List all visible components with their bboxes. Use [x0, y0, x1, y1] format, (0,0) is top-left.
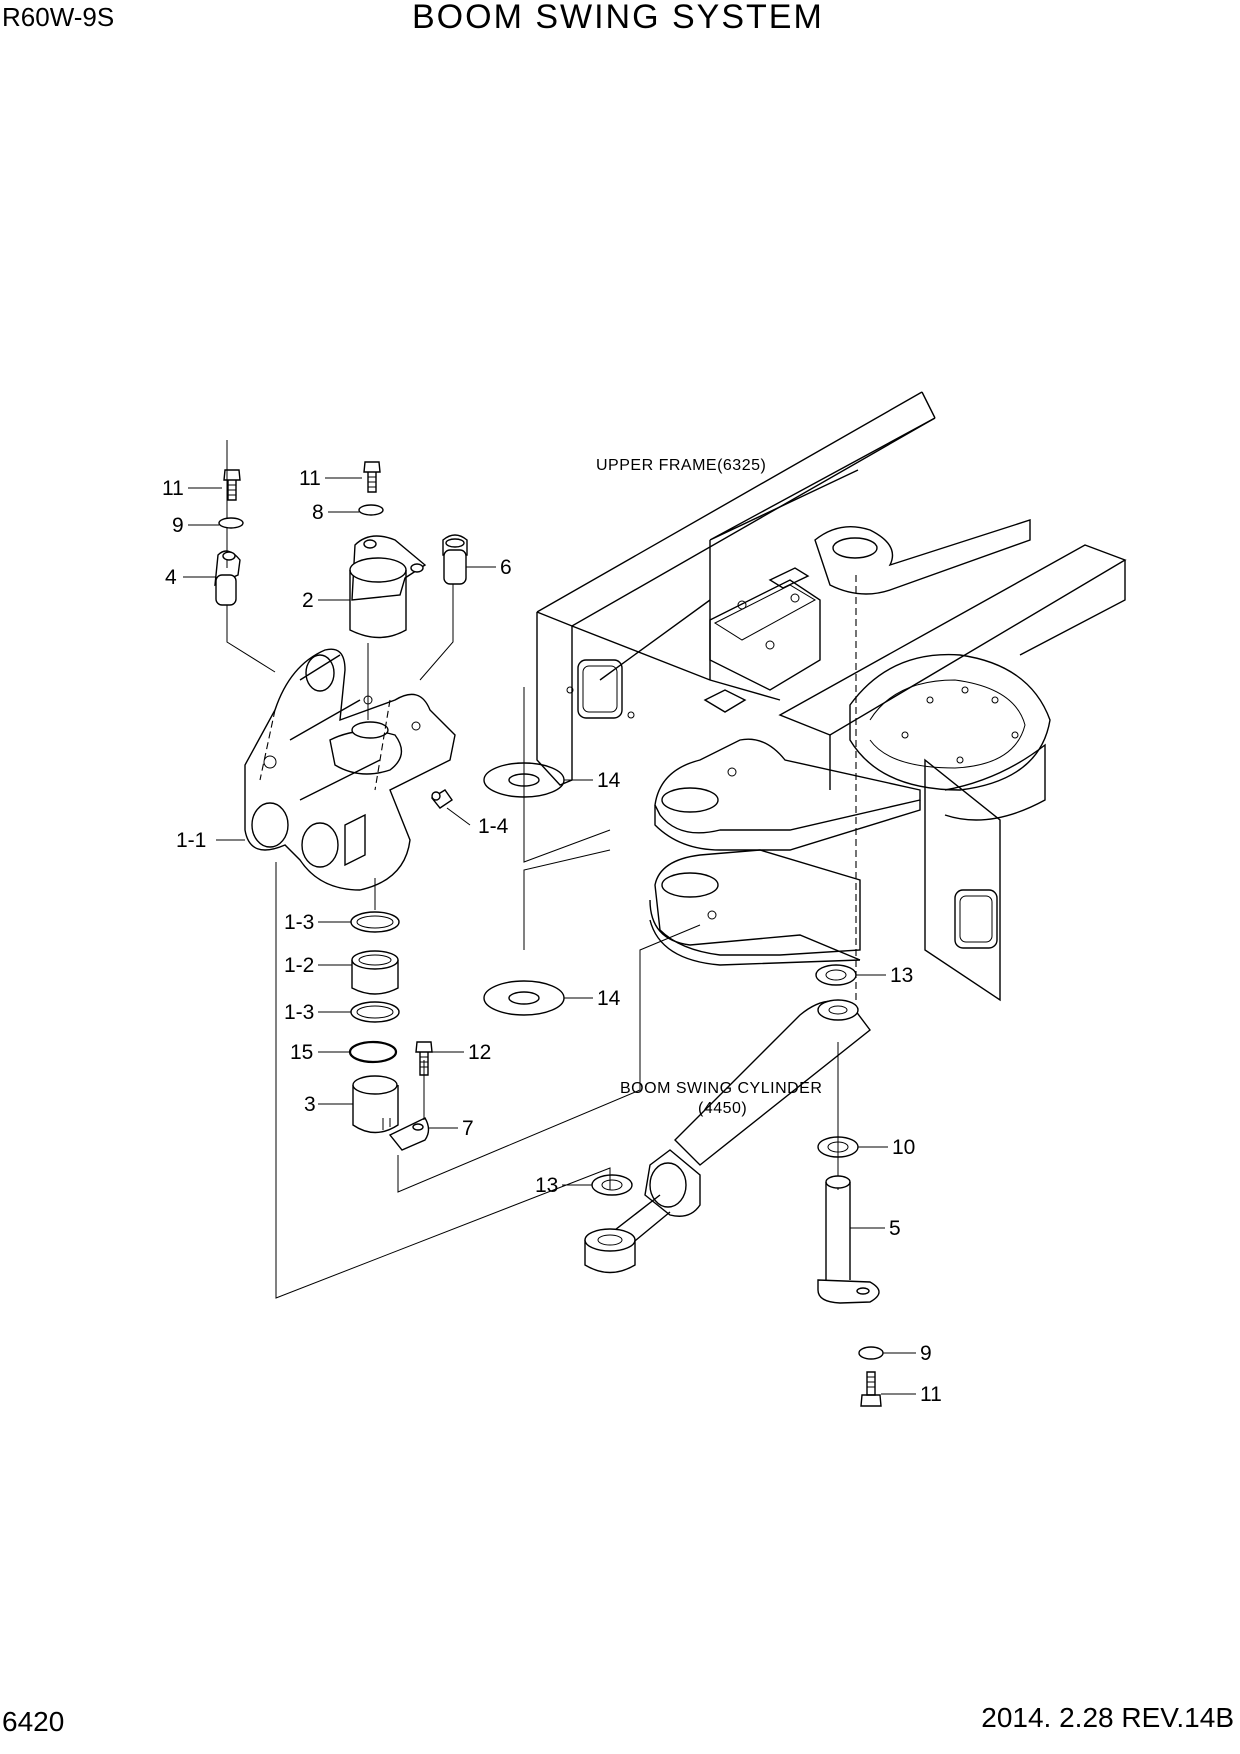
bolt-11-top-left: [223, 469, 241, 501]
callout-1-2: 1-2: [284, 954, 314, 977]
callout-13-bottom: 13: [535, 1174, 558, 1197]
callout-11-a: 11: [162, 477, 184, 500]
callout-10: 10: [892, 1136, 915, 1159]
callout-15: 15: [290, 1041, 313, 1064]
pin-3: [352, 1075, 399, 1134]
washer-9-top-left: [218, 517, 244, 529]
callout-12: 12: [468, 1041, 491, 1064]
frame-cutout-right: [954, 889, 998, 949]
callout-13-top: 13: [890, 964, 913, 987]
callout-1-3-upper: 1-3: [284, 911, 314, 934]
pin-5: [817, 1175, 880, 1304]
washer-13-top: [815, 964, 857, 986]
cylinder-reference-code: (4450): [698, 1100, 747, 1117]
callout-1-3-lower: 1-3: [284, 1001, 314, 1024]
frame-cutout-left: [577, 659, 623, 719]
grease-nipple-1-4: [430, 789, 453, 809]
washer-9-bottom: [858, 1346, 884, 1360]
upper-frame-reference: UPPER FRAME(6325): [596, 457, 766, 474]
seal-1-3-lower: [350, 1001, 400, 1023]
callout-14-upper: 14: [597, 769, 621, 792]
callout-3: 3: [304, 1093, 316, 1116]
callout-9-b: 9: [920, 1342, 932, 1365]
callout-5: 5: [889, 1217, 901, 1240]
washer-8: [358, 504, 384, 516]
boom-swing-cylinder: [584, 999, 871, 1274]
callout-8: 8: [312, 501, 324, 524]
shim-14-lower: [483, 980, 565, 1016]
callout-14-lower: 14: [597, 987, 621, 1010]
bushing-1-2: [351, 950, 399, 995]
callouts: 11 9 4 11 8 2 6 1-1 1-4 14 14 1-3 1-2 1-…: [162, 467, 942, 1406]
callout-2: 2: [302, 589, 314, 612]
page-number: 6420: [2, 1706, 65, 1737]
model-code: R60W-9S: [2, 2, 115, 32]
callout-1-1: 1-1: [176, 829, 206, 852]
callout-1-4: 1-4: [478, 815, 509, 838]
callout-9-a: 9: [172, 514, 184, 537]
upper-frame-drawing: [536, 391, 1127, 1002]
bolt-11-top-center: [363, 461, 381, 493]
assembly-lines: [226, 440, 839, 1299]
callout-11-c: 11: [920, 1383, 942, 1406]
bolt-11-bottom: [860, 1371, 882, 1407]
pin-6: [442, 534, 468, 585]
callout-4: 4: [165, 566, 177, 589]
callout-6: 6: [500, 556, 512, 579]
callout-7: 7: [462, 1117, 474, 1140]
seal-1-3-upper: [350, 911, 400, 933]
swing-bracket-drawing: [244, 648, 456, 891]
cylinder-reference-name: BOOM SWING CYLINDER: [620, 1080, 822, 1097]
page-title: BOOM SWING SYSTEM: [412, 0, 824, 36]
pin-4: [214, 550, 241, 606]
oring-15: [348, 1040, 398, 1064]
pin-2: [349, 535, 427, 639]
callout-11-b: 11: [299, 467, 321, 490]
washer-13-bottom: [591, 1174, 633, 1196]
plate-7: [388, 1117, 430, 1151]
revision-date: 2014. 2.28 REV.14B: [981, 1702, 1234, 1733]
